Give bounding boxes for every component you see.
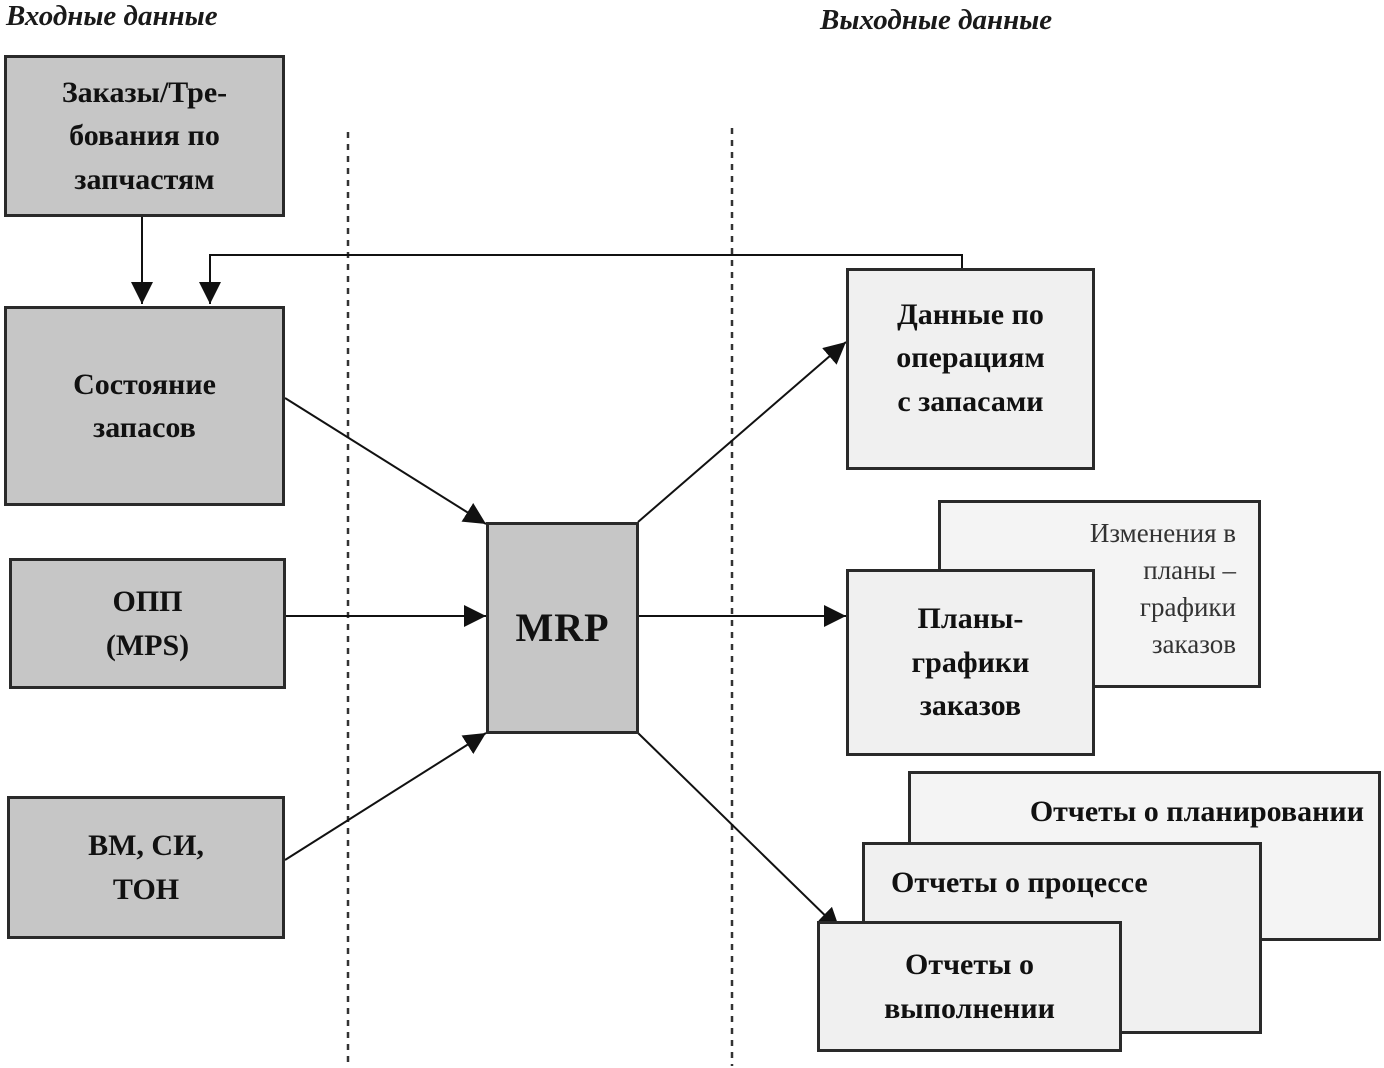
mrp-box: MRP: [486, 522, 639, 734]
performance-reports-box: Отчеты о выполнении: [817, 921, 1122, 1052]
feedback-to-inventory-arrow: [199, 254, 963, 304]
outputs-heading: Выходные данные: [820, 4, 1053, 36]
bom-box: BM, СИ, ТОН: [7, 796, 285, 939]
inventory-transactions-box: Данные по операциям с запасами: [846, 268, 1095, 470]
inputs-heading: Входные данные: [6, 0, 218, 32]
inventory-status-box: Состояние запасов: [4, 306, 285, 506]
bom-to-mrp-arrow: [284, 732, 487, 861]
orders-box: Заказы/Тре- бования по запчастям: [4, 55, 285, 217]
mps-box: ОПП (MPS): [9, 558, 286, 689]
mrp-to-reports-arrow: [637, 732, 841, 931]
mrp-to-transactions-arrow: [637, 341, 847, 523]
inventory-to-mrp-arrow: [284, 397, 487, 525]
order-schedules-box: Планы- графики заказов: [846, 569, 1095, 756]
